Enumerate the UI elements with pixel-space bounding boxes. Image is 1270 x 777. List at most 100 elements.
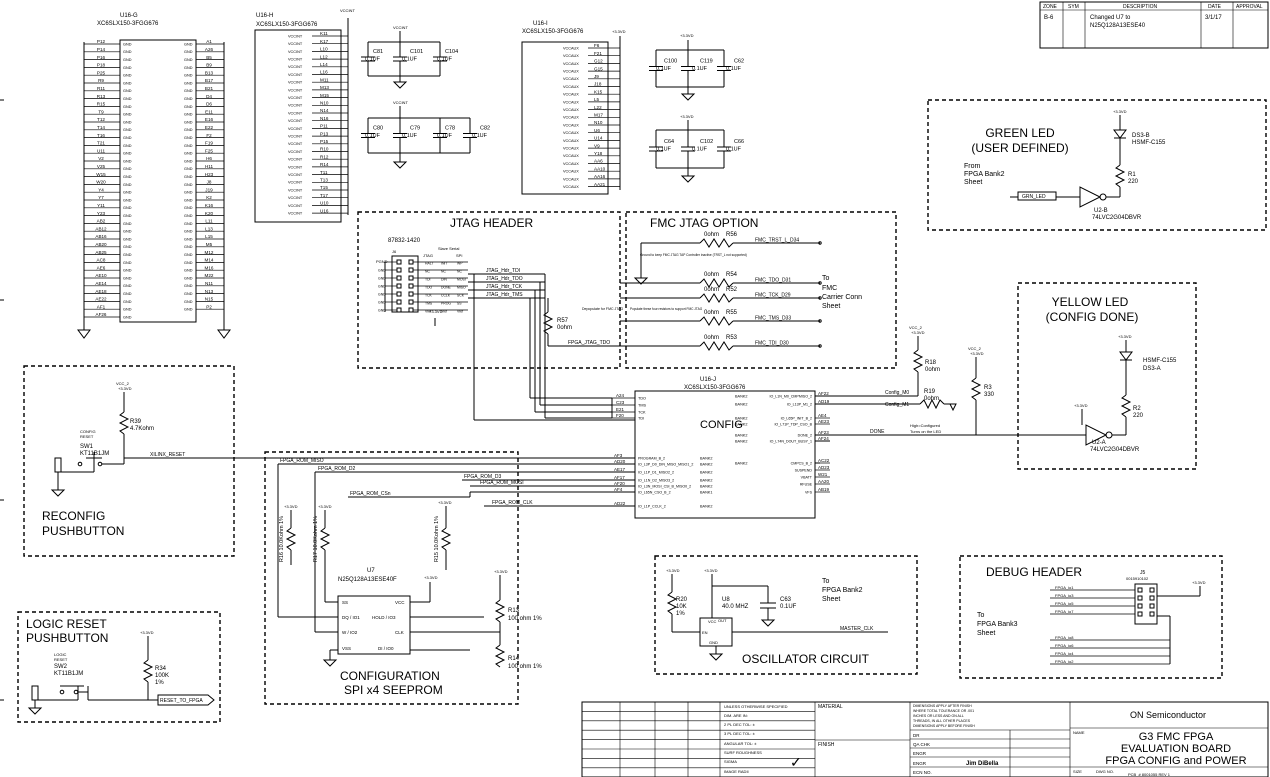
r3-value: 330: [984, 392, 995, 398]
u16i-pin: V9: [594, 143, 600, 148]
drawing-title-1: G3 FMC FPGA: [1139, 731, 1214, 743]
u16g-right-pin: D6: [206, 102, 212, 107]
u16g-gnd-label: GND: [184, 261, 193, 265]
u16g-gnd-label: GND: [123, 269, 132, 273]
u16g-gnd-label: GND: [184, 245, 193, 249]
config-m1-net: Config_M1: [885, 402, 909, 408]
ds3a-part: HSMF-C155: [1143, 358, 1177, 364]
u7-ref: U7: [367, 568, 375, 574]
debug-net-label: FPGA_io6: [1055, 643, 1074, 648]
logic-reset-subtitle: PUSHBUTTON: [26, 631, 108, 645]
u16i-vccaux-label: VCCAUX: [563, 147, 579, 151]
u16i-pin: F21: [594, 51, 602, 56]
u16g-left-pin: W15: [96, 172, 106, 177]
u16j-right-pin: AC22: [818, 458, 830, 463]
fmc-note-populate: Populate these four resistors to support…: [630, 307, 703, 311]
u7-pin-hold: HOLD / IO3: [372, 615, 396, 620]
u16g-right-pin: H11: [205, 164, 214, 169]
u16j-bank-label: BANK2: [735, 422, 747, 426]
jtag-pin-name: INIT: [441, 262, 447, 266]
u16j-bank-label: BANK2: [700, 456, 712, 460]
rev-header-approval: APPROVAL: [1236, 4, 1263, 10]
u16g-left-pin: AE6: [97, 265, 106, 270]
jtag-pin-name: Vref: [425, 310, 431, 314]
supply-net: +3.3VD: [1113, 109, 1127, 114]
jtag-ref: J6: [392, 249, 397, 254]
u16g-gnd-label: GND: [123, 42, 132, 46]
ground-symbol: [392, 161, 408, 169]
supply-net: +3.3VD: [118, 386, 132, 391]
engineer-name: Jim DiBella: [966, 761, 999, 767]
u16g-gnd-label: GND: [184, 152, 193, 156]
debug-net-label: FPGA_io1: [1055, 585, 1074, 590]
u16g-left-pin: AB2: [97, 219, 106, 224]
u16g-gnd-label: GND: [123, 292, 132, 296]
u16i-pin: AA10: [594, 166, 606, 171]
u16j-bank-label: BANK2: [700, 484, 712, 488]
u8-ref: U8: [722, 597, 730, 603]
u16h-vccint-label: VCCINT: [288, 50, 303, 54]
u16h-pin: R10: [320, 147, 329, 152]
jtag-pin-name: Vref: [457, 310, 463, 314]
u16g-gnd-label: GND: [123, 74, 132, 78]
u16g-gnd-label: GND: [184, 105, 193, 109]
capacitor-ref: C104: [445, 49, 458, 55]
u16j-bank-label: BANK2: [735, 461, 747, 465]
u16h-pin: L16: [320, 70, 328, 75]
u16i-vccaux-label: VCCAUX: [563, 54, 579, 58]
fmc-note-ground: Ground to keep FMC JTAG TAP Controller i…: [640, 253, 747, 257]
u16g-left-pin: P25: [97, 70, 106, 75]
u16g-ref: U16-G: [120, 13, 138, 19]
u16h-vccint-label: VCCINT: [288, 196, 303, 200]
debug-pins: FPGA_io1FPGA_io3FPGA_io5FPGA_io7FPGA_io8…: [1050, 585, 1170, 665]
u16g-left-pin: T16: [97, 133, 105, 138]
u16h-vccint-label: VCCINT: [288, 158, 303, 162]
tol-line-5: SURF ROUGHNESS: [724, 750, 762, 755]
checkmark-icon: ✓: [790, 754, 802, 770]
capacitor-ref: C78: [445, 126, 455, 132]
r57-note: Depopulate for FMC JTAG: [582, 307, 623, 311]
u16g-gnd-label: GND: [123, 89, 132, 93]
r34-value: 100K: [155, 673, 169, 679]
u16g-left-pin: AE10: [95, 273, 107, 278]
capacitor-value: 0.1UF: [365, 133, 381, 139]
u16j-left-pin: A24: [616, 393, 625, 398]
u16h-pin: K17: [320, 39, 329, 44]
u16g-gnd-label: GND: [184, 308, 193, 312]
capacitor-value: 0.1UF: [472, 133, 488, 139]
u16h-vccint-label: VCCINT: [288, 34, 303, 38]
u16g-right-pin: M12: [205, 250, 214, 255]
u16g-left-pin: V25: [97, 164, 106, 169]
u16g-right-pin: M14: [205, 258, 214, 263]
u16j-right-name: VBATT: [801, 475, 813, 479]
u16h-vccint-label: VCCINT: [288, 204, 303, 208]
jtag-pin-name: MOSI: [457, 278, 466, 282]
u16g-left-pin: AC8: [97, 258, 106, 263]
jtag-pin-name: SS: [457, 302, 462, 306]
ground-symbol: [50, 489, 66, 497]
tol-line-7: IMAGE RADII: [724, 769, 749, 774]
supply-net: +3.3VD: [666, 568, 680, 573]
u16j-config-block: U16-J XC6SLX150-3FGG676 CONFIG A24TDOC23…: [612, 377, 830, 519]
led-symbol: [1119, 351, 1133, 361]
u16h-vccint-label: VCCINT: [288, 212, 303, 216]
vccaux-decoupling-caps: +3.3VD +3.3VD C1000.1UFC1190.1UFC620.1UF…: [649, 33, 744, 183]
u16h-pin: T11: [320, 170, 328, 175]
supply-net: +3.3VD: [1074, 403, 1088, 408]
u16g-left-pin: AB25: [95, 250, 107, 255]
j5-ref: J5: [1140, 570, 1146, 576]
ds3b-part: HSMF-C155: [1132, 140, 1166, 146]
capacitor-value: 0.1UF: [726, 66, 742, 72]
u16g-right-pin: N15: [205, 297, 214, 302]
green-led-subtitle: (USER DEFINED): [971, 141, 1068, 155]
supply-net: +3.3VD: [429, 309, 443, 314]
u16j-right-name: IO_L13P_M1_2: [787, 402, 812, 406]
r2-ref: R2: [1133, 406, 1141, 412]
u16g-left-pin: P12: [97, 39, 106, 44]
u16j-left-pin: AE17: [614, 467, 626, 472]
u16g-left-pin: AE22: [95, 297, 107, 302]
